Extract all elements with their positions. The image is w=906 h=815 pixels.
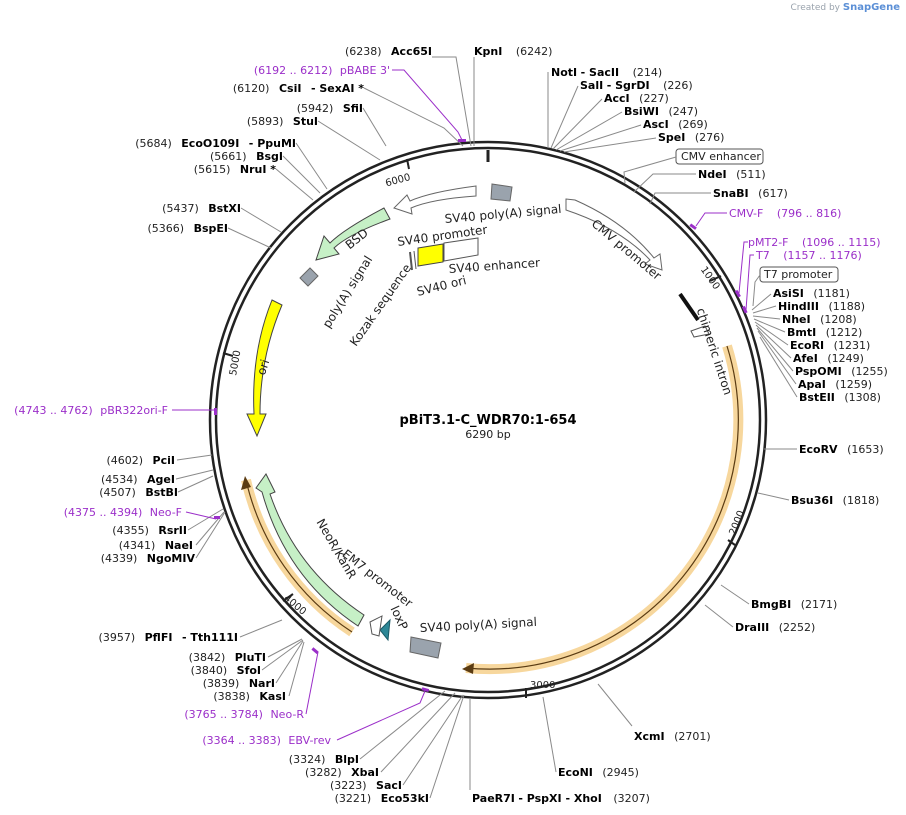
tick-label-6000: 6000 bbox=[384, 172, 411, 189]
site-sfoi: (3840) SfoI bbox=[191, 664, 261, 677]
cmv-promoter-label: CMV promoter bbox=[589, 217, 664, 283]
primer-t7: T7 (1157 .. 1176) bbox=[755, 249, 862, 262]
site-pspomi: PspOMI (1255) bbox=[795, 365, 888, 378]
site-nrui: (5615) NruI * bbox=[194, 163, 276, 176]
site-nari: (3839) NarI bbox=[203, 677, 275, 690]
snapgene-logo: SnapGene bbox=[842, 2, 900, 13]
primer-neo-f: (4375 .. 4394) Neo-F bbox=[64, 506, 182, 519]
tick-label-3000: 3000 bbox=[530, 680, 555, 691]
site-agei: (4534) AgeI bbox=[101, 473, 175, 486]
site-saci: (3223) SacI bbox=[330, 779, 402, 792]
plasmid-size: 6290 bp bbox=[465, 428, 510, 441]
site-draiii: DraIII (2252) bbox=[735, 621, 815, 634]
site-afei: AfeI (1249) bbox=[793, 352, 864, 365]
site-kasi: (3838) KasI bbox=[213, 690, 286, 703]
site-bmgbi: BmgBI (2171) bbox=[751, 598, 837, 611]
right-site-labels: NotI - SacII (214) SalI - SgrDI (226) Ac… bbox=[472, 45, 888, 805]
primer-pbr322ori-f: (4743 .. 4762) pBR322ori-F bbox=[14, 404, 168, 417]
primer-neo-r: (3765 .. 3784) Neo-R bbox=[184, 708, 304, 721]
sv40-enhancer-label: SV40 enhancer bbox=[448, 256, 540, 276]
site-ecori: EcoRI (1231) bbox=[790, 339, 870, 352]
sv40-polya-inner-feature[interactable]: SV40 poly(A) signal bbox=[393, 183, 562, 226]
primer-cmv-f: CMV-F (796 .. 816) bbox=[729, 207, 841, 220]
chimeric-intron-feature[interactable]: chimeric intron bbox=[678, 292, 735, 397]
tick-5000 bbox=[222, 352, 234, 357]
site-acc65i: (6238) Acc65I bbox=[345, 45, 432, 58]
snapgene-brand: Created by SnapGene bbox=[790, 2, 900, 13]
cmv-promoter-feature[interactable]: CMV promoter bbox=[565, 198, 664, 283]
site-econi: EcoNI (2945) bbox=[558, 766, 639, 779]
site-hindiii: HindIII (1188) bbox=[778, 300, 865, 313]
site-pcii: (4602) PciI bbox=[106, 454, 175, 467]
site-naei: (4341) NaeI bbox=[119, 539, 193, 552]
site-nhei: NheI (1208) bbox=[782, 313, 857, 326]
left-site-labels: (6238) Acc65I (6120) CsiI - SexAI * (594… bbox=[99, 45, 432, 805]
site-xcmi: XcmI (2701) bbox=[634, 730, 711, 743]
tick-1000 bbox=[709, 275, 722, 282]
site-bsgi: (5661) BsgI bbox=[210, 150, 283, 163]
site-bspei: (5366) BspEI bbox=[148, 222, 229, 235]
plasmid-name: pBiT3.1-C_WDR70:1-654 bbox=[399, 413, 576, 428]
site-ecorv: EcoRV (1653) bbox=[799, 443, 884, 456]
tick-6000 bbox=[406, 158, 410, 170]
t7-promoter-label: T7 promoter bbox=[763, 268, 833, 281]
site-paer7i: PaeR7I - PspXI - XhoI (3207) bbox=[472, 792, 650, 805]
sv40-polya-inner-label: SV40 poly(A) signal bbox=[444, 202, 562, 226]
site-pluti: (3842) PluTI bbox=[189, 651, 266, 664]
site-asci: AscI (269) bbox=[643, 118, 708, 131]
site-csii: (6120) CsiI - SexAI * bbox=[233, 82, 364, 95]
primer-pmt2-f: pMT2-F (1096 .. 1115) bbox=[748, 236, 881, 249]
sv40-polya-main-label: SV40 poly(A) signal bbox=[419, 615, 537, 635]
site-sali: SalI - SgrDI (226) bbox=[580, 79, 693, 92]
site-eco53ki: (3221) Eco53kI bbox=[335, 792, 429, 805]
site-ngomiv: (4339) NgoMIV bbox=[101, 552, 196, 565]
site-kpni: KpnI (6242) bbox=[474, 45, 552, 58]
site-acci: AccI (227) bbox=[604, 92, 669, 105]
sv40-ori-label: SV40 ori bbox=[415, 273, 467, 299]
site-rsrii: (4355) RsrII bbox=[112, 524, 187, 537]
site-blpi: (3324) BlpI bbox=[289, 753, 359, 766]
cmv-enhancer-label: CMV enhancer bbox=[681, 150, 761, 163]
site-bsu36i: Bsu36I (1818) bbox=[791, 494, 879, 507]
ori-feature[interactable]: ori bbox=[246, 299, 283, 438]
site-ndei: NdeI (511) bbox=[698, 168, 766, 181]
site-bmti: BmtI (1212) bbox=[787, 326, 862, 339]
site-pflfi: (3957) PflFI - Tth111I bbox=[99, 631, 238, 644]
right-leader-lines bbox=[469, 57, 798, 790]
bsd-feature[interactable]: BSD bbox=[315, 207, 391, 261]
site-bstxi: (5437) BstXI bbox=[162, 202, 241, 215]
site-xbai: (3282) XbaI bbox=[305, 766, 379, 779]
site-noti: NotI - SacII (214) bbox=[551, 66, 662, 79]
site-bstbi: (4507) BstBI bbox=[99, 486, 178, 499]
ori-label: ori bbox=[254, 358, 272, 377]
tick-4000 bbox=[282, 593, 294, 602]
site-asisi: AsiSI (1181) bbox=[773, 287, 850, 300]
site-snabi: SnaBI (617) bbox=[713, 187, 788, 200]
site-stui: (5893) StuI bbox=[247, 115, 318, 128]
loxp-feature[interactable]: loxP bbox=[369, 604, 411, 642]
orf-wdr70 bbox=[241, 344, 744, 675]
site-ecoo109i: (5684) EcoO109I - PpuMI bbox=[135, 137, 296, 150]
tick-2000 bbox=[727, 539, 736, 546]
created-by-text: Created by bbox=[790, 3, 840, 13]
primer-labels: (6192 .. 6212) pBABE 3' CMV-F (796 .. 81… bbox=[14, 64, 880, 747]
site-bsiwi: BsiWI (247) bbox=[624, 105, 698, 118]
site-sfii: (5942) SfiI bbox=[297, 102, 363, 115]
site-apai: ApaI (1259) bbox=[798, 378, 872, 391]
sv40-polya-main-feature[interactable]: SV40 poly(A) signal bbox=[409, 615, 537, 659]
backbone bbox=[208, 140, 768, 700]
cmv-enhancer-box[interactable]: CMV enhancer bbox=[623, 148, 764, 184]
tick-label-2000: 2000 bbox=[728, 509, 748, 537]
primer-leader-lines bbox=[172, 69, 754, 741]
primer-ebv-rev: (3364 .. 3383) EBV-rev bbox=[202, 734, 331, 747]
site-bsteii: BstEII (1308) bbox=[799, 391, 881, 404]
site-spei: SpeI (276) bbox=[658, 131, 724, 144]
primer-pbabe3: (6192 .. 6212) pBABE 3' bbox=[254, 64, 390, 77]
tick-label-5000: 5000 bbox=[228, 350, 243, 377]
t7-promoter-box[interactable]: T7 promoter bbox=[752, 266, 839, 307]
left-leader-lines bbox=[175, 56, 472, 799]
